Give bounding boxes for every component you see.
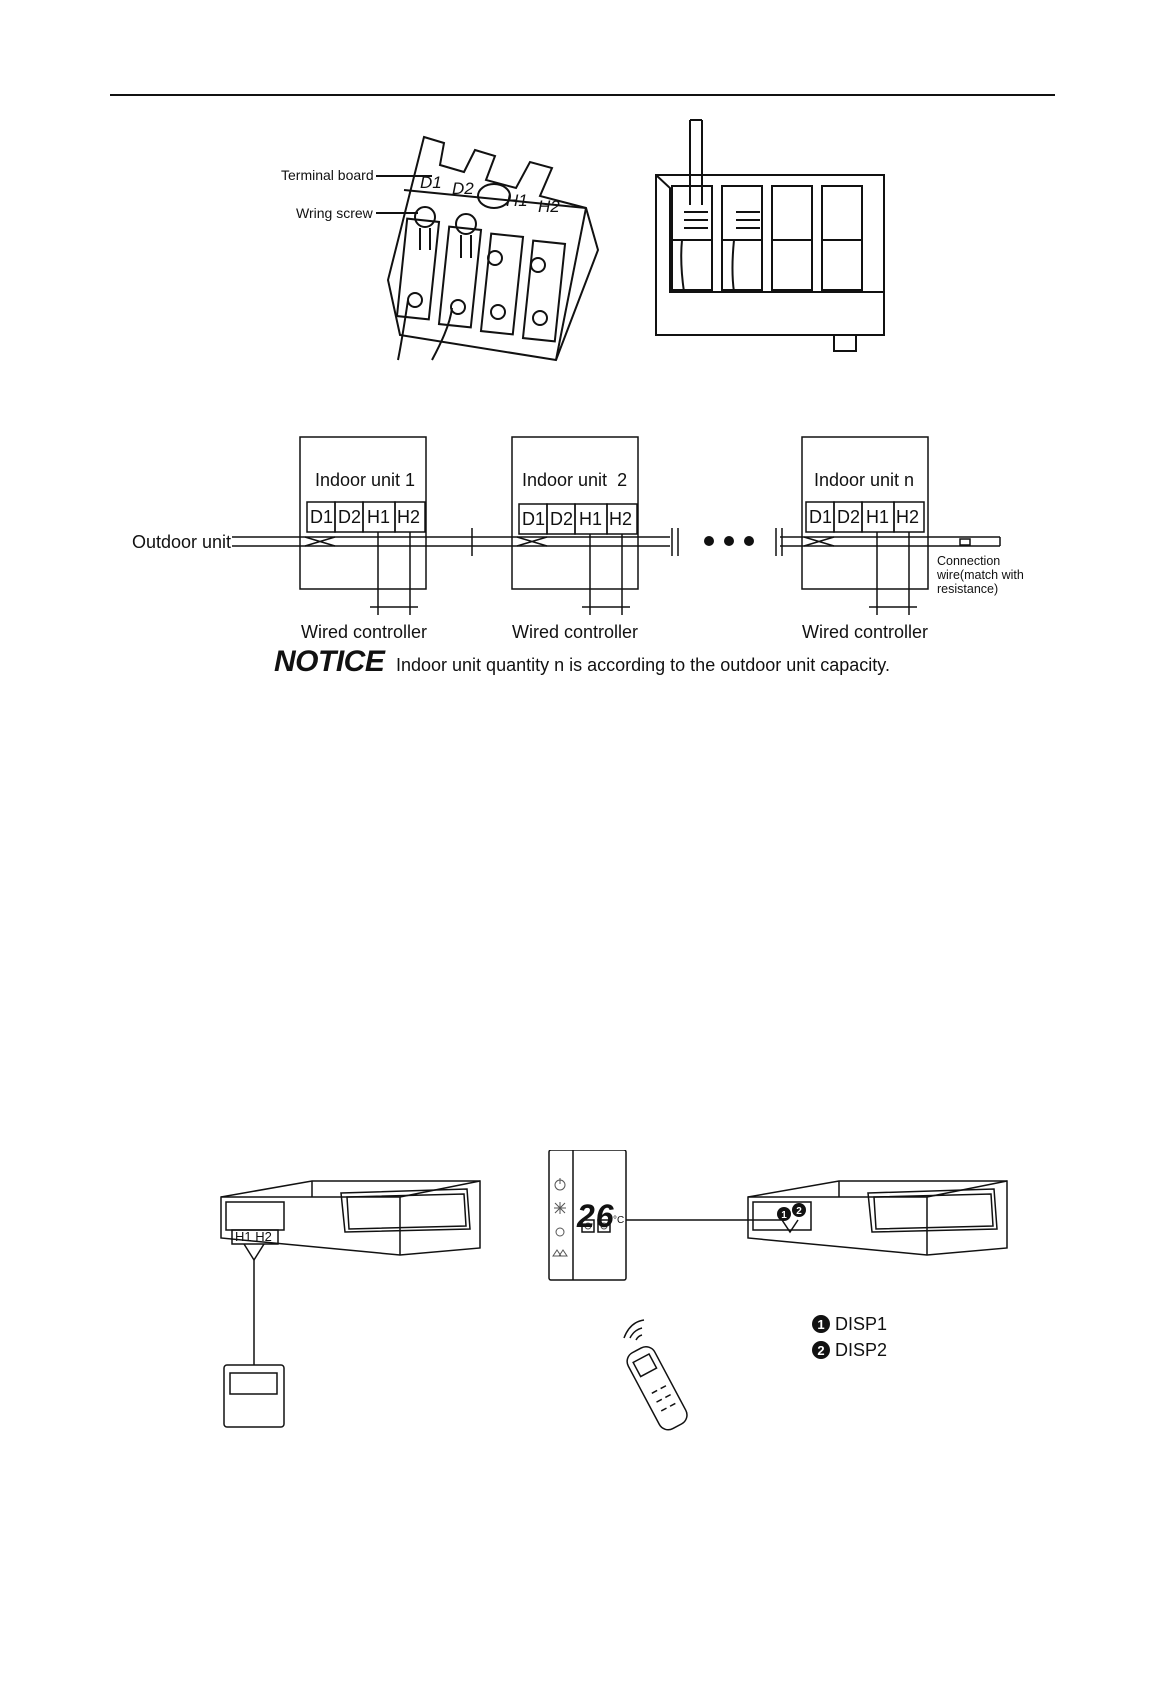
legend-marker-2-text: 2 — [817, 1343, 824, 1358]
u2-terminal-h2: H2 — [609, 509, 633, 529]
sun-icon — [555, 1227, 565, 1237]
marker-1-icon — [777, 1207, 791, 1221]
display-temperature: 26 — [577, 1198, 615, 1234]
ellipsis-dot — [744, 536, 754, 546]
un-terminal-h2: H2 — [896, 507, 920, 527]
marker-2-text: 2 — [796, 1206, 802, 1217]
wired-controller-n-label: Wired controller — [802, 622, 929, 642]
indoor-unit-2-box — [511, 436, 639, 590]
legend-disp1-label: DISP1 — [835, 1314, 888, 1334]
notice-title: NOTICE — [274, 645, 385, 678]
notice-text: Indoor unit quantity n is according to t… — [396, 655, 890, 675]
ellipsis-dot — [704, 536, 714, 546]
terminal-d1-label: D1 — [420, 173, 442, 192]
display-panel — [548, 1150, 627, 1281]
signal-icon — [629, 1327, 643, 1339]
wiring-screw-label: Wring screw — [296, 205, 373, 221]
remote-controller — [626, 1345, 688, 1431]
display-unit: °C — [613, 1215, 625, 1226]
drops-icon — [552, 1249, 568, 1257]
marker-2-icon — [792, 1203, 806, 1217]
terminal-h2-label: H2 — [538, 197, 560, 216]
legend-marker-2-icon — [812, 1341, 830, 1359]
legend-marker-1-icon — [812, 1315, 830, 1333]
u1-terminal-h2: H2 — [397, 507, 421, 527]
panel-icons — [552, 1178, 608, 1257]
snowflake-icon — [554, 1202, 566, 1214]
u2-terminal-h1: H1 — [579, 509, 603, 529]
header-rule — [110, 94, 1055, 96]
indoor-unit-1-box — [299, 436, 427, 590]
legend-marker-1-text: 1 — [817, 1317, 824, 1332]
indoor-unit-2-title: Indoor unit 2 — [522, 470, 628, 490]
legend-disp2-label: DISP2 — [835, 1340, 888, 1360]
outdoor-unit-label: Outdoor unit — [132, 532, 232, 552]
un-terminal-d2: D2 — [837, 507, 861, 527]
indoor-unit-1-title: Indoor unit 1 — [315, 470, 416, 490]
terminal-d2-label: D2 — [452, 179, 474, 198]
un-terminal-h1: H1 — [866, 507, 890, 527]
wired-controller-1-label: Wired controller — [301, 622, 428, 642]
ellipsis-dot — [724, 536, 734, 546]
un-terminal-d1: D1 — [809, 507, 833, 527]
wired-controller — [223, 1364, 285, 1428]
indoor-unit-n-title: Indoor unit n — [814, 470, 915, 490]
heat-button-icon — [584, 1222, 592, 1230]
cool-button-icon — [600, 1222, 608, 1230]
display-connection-illustration: 1 2 1 2 — [220, 1150, 1008, 1431]
terminal-board-illustration: D1 D2 H1 H2 — [376, 119, 885, 362]
u1-terminal-d1: D1 — [310, 507, 334, 527]
connection-wire-label: Connection wire(match with resistance) — [937, 554, 1024, 596]
u2-terminal-d2: D2 — [550, 509, 574, 529]
wired-controller-2-label: Wired controller — [512, 622, 639, 642]
u1-terminal-d2: D2 — [338, 507, 362, 527]
indoor-unit-n-box — [801, 436, 929, 590]
marker-1-text: 1 — [781, 1210, 787, 1221]
u2-terminal-d1: D1 — [522, 509, 546, 529]
wiring-diagram — [232, 436, 1001, 615]
terminal-board-label: Terminal board — [281, 167, 374, 183]
terminal-h1-label: H1 — [506, 191, 528, 210]
u1-terminal-h1: H1 — [367, 507, 391, 527]
left-unit-terminals: H1 H2 — [235, 1229, 272, 1244]
